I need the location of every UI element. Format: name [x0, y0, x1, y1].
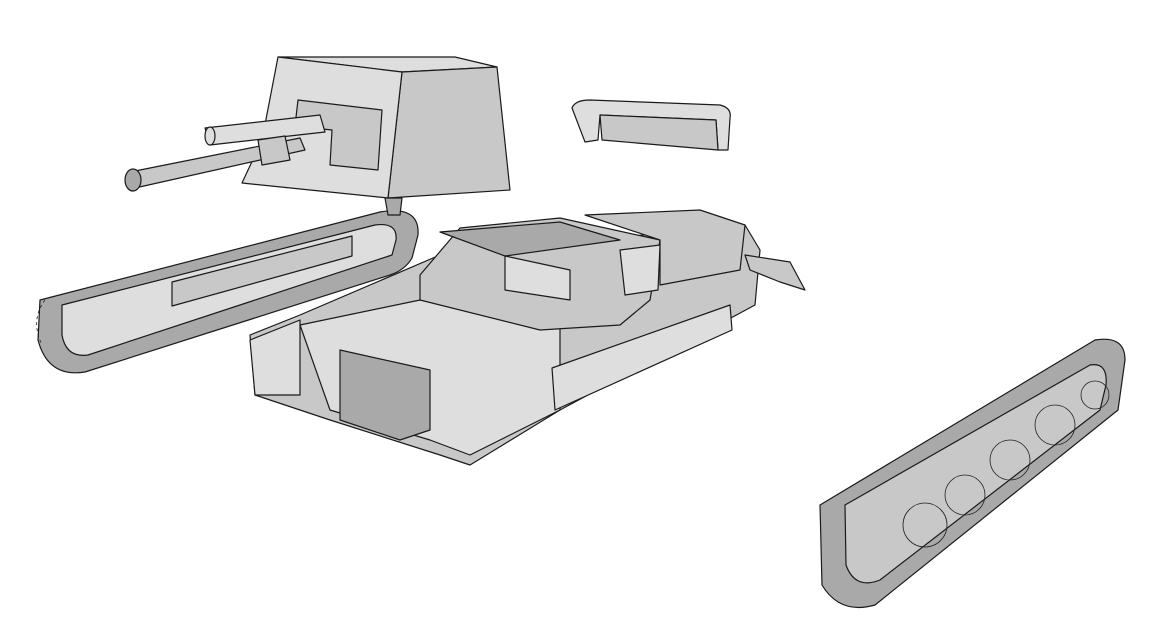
- hull[interactable]: [249, 209, 806, 466]
- gun-barrel[interactable]: [124, 114, 326, 192]
- fender[interactable]: [571, 99, 731, 151]
- right-track[interactable]: [819, 338, 1126, 609]
- left-track[interactable]: [36, 210, 419, 374]
